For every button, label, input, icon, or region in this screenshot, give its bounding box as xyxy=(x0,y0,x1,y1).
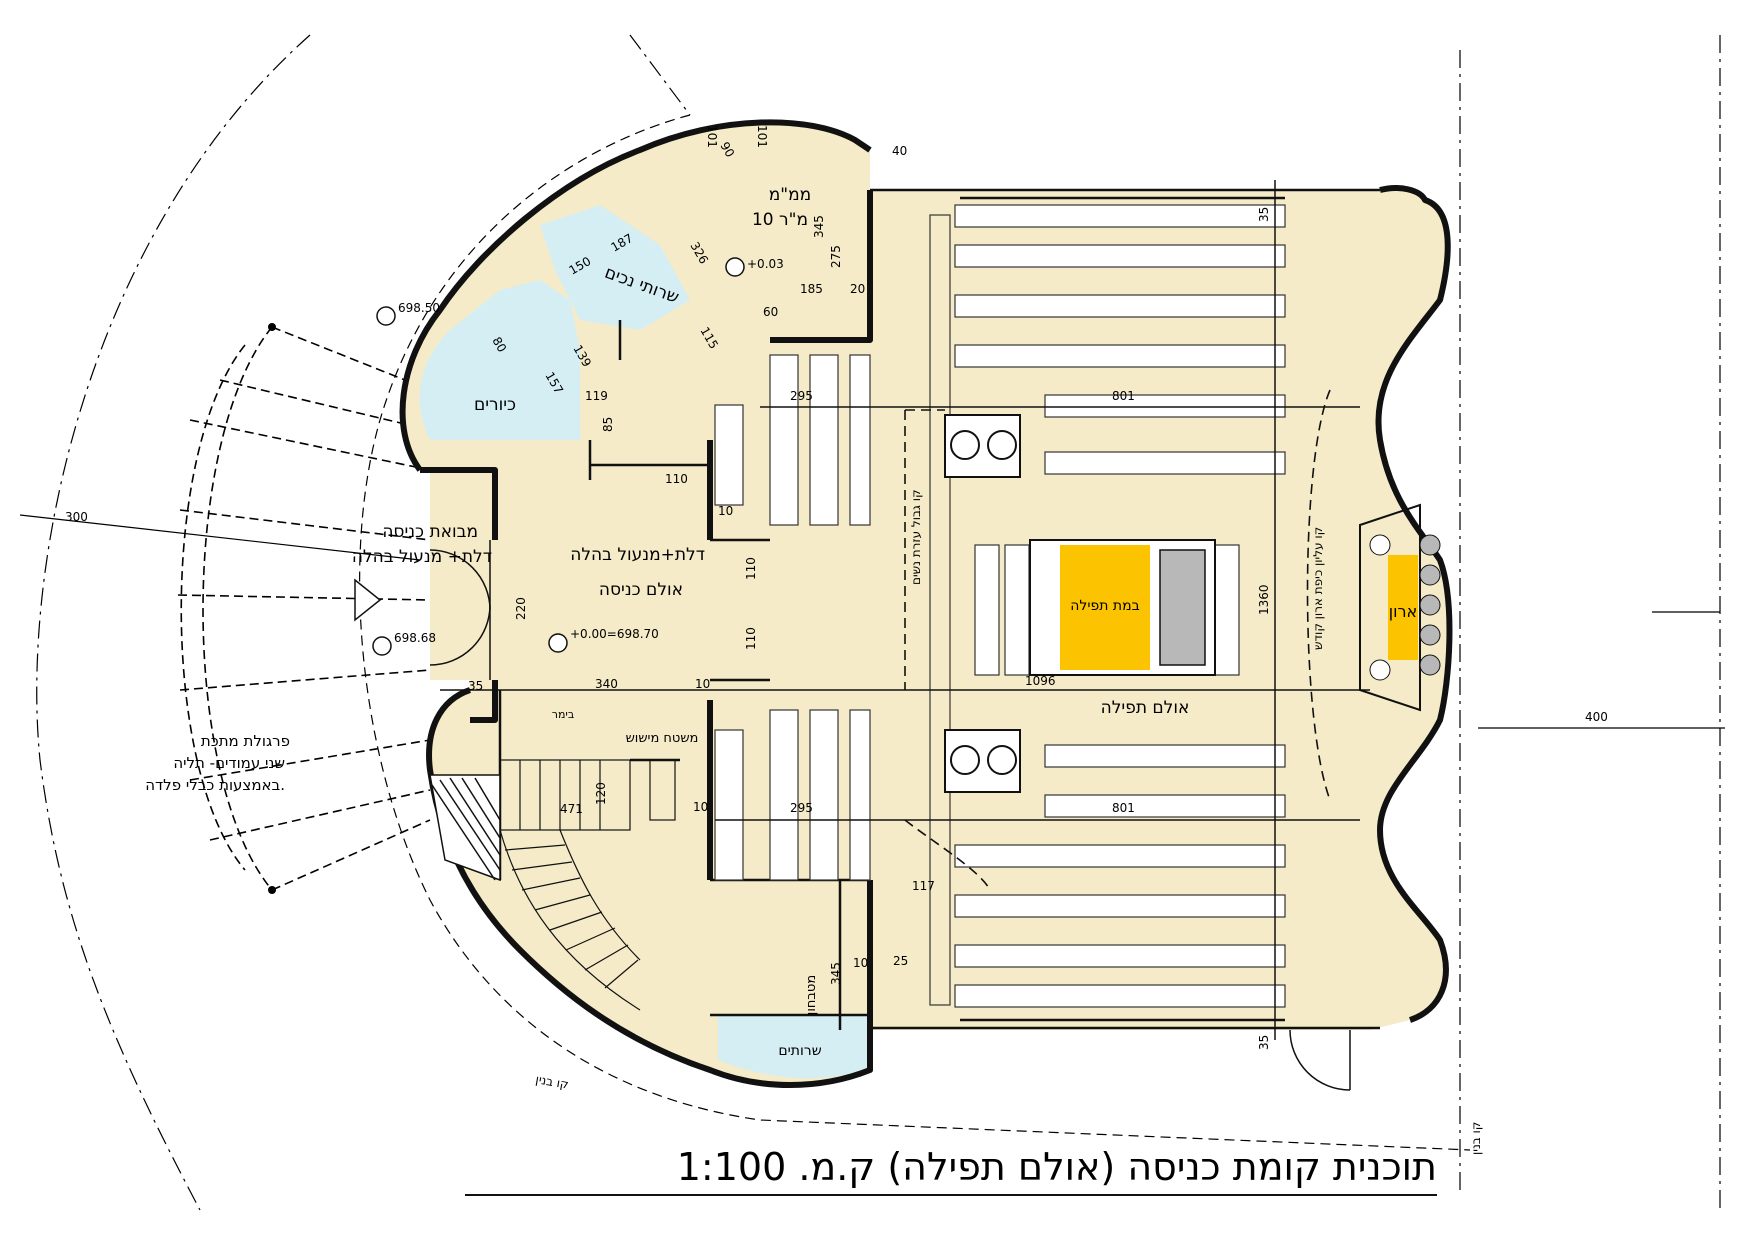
dim-801-bottom: 801 xyxy=(1112,801,1135,815)
note-upper-line: קו עליון כיפת ארון קודש xyxy=(1311,527,1325,650)
dim-90: 90 xyxy=(717,140,737,160)
dim-20: 20 xyxy=(850,282,865,296)
dim-275: 275 xyxy=(829,245,843,268)
wet-rooms xyxy=(419,205,870,1079)
dim-101-a: 101 xyxy=(705,125,719,148)
pergola-column-bottom xyxy=(268,886,276,894)
room-labels: ממ"מ 10 מ"ר שרותי נכים כיורים מבואת כניס… xyxy=(352,185,1417,1059)
dim-119: 119 xyxy=(585,389,608,403)
dim-10-b: 10 xyxy=(695,677,710,691)
note-labels: פרגולת מתכת שני עמודים- תליה באמצעות כבל… xyxy=(145,490,1483,1155)
dim-80: 80 xyxy=(489,335,509,355)
dim-10-a: 10 xyxy=(718,504,733,518)
dim-60: 60 xyxy=(763,305,778,319)
elevation-labels: 698.50 698.68 +0.00=698.70 +0.03 xyxy=(394,257,784,645)
dim-471: 471 xyxy=(560,802,583,816)
note-pergola-1: פרגולת מתכת xyxy=(201,732,290,750)
dim-110-b: 110 xyxy=(744,557,758,580)
pergola-column-top xyxy=(268,323,276,331)
axis-lines xyxy=(440,180,1370,1040)
dim-110-c: 110 xyxy=(744,627,758,650)
setback-line xyxy=(359,114,1471,1151)
dimension-lines xyxy=(19,514,1725,729)
label-entrance-door: דלת+ מנעול בהלה xyxy=(352,547,492,567)
dim-35-c: 35 xyxy=(1257,1035,1271,1050)
label-storage: בימר xyxy=(552,708,575,721)
note-pergola-3: באמצעות כבלי פלדה. xyxy=(145,776,285,794)
dim-345-b: 345 xyxy=(829,962,843,985)
aron-kodesh xyxy=(1359,503,1441,712)
title-text: תוכנית קומת כניסה (אולם תפילה) ק.מ. 1:10… xyxy=(677,1145,1437,1189)
label-kitchen: מטבחון xyxy=(804,975,819,1015)
dim-1360: 1360 xyxy=(1257,584,1271,615)
dim-295-top: 295 xyxy=(790,389,813,403)
dim-110-a: 110 xyxy=(665,472,688,486)
note-pergola-2: שני עמודים- תליה xyxy=(173,754,285,772)
dim-10-c: 10 xyxy=(693,800,708,814)
women-boundary xyxy=(904,389,1331,891)
label-door-lock: דלת+מנעול בהלה xyxy=(570,545,705,565)
stair-hatch xyxy=(429,774,501,882)
wheelchair-icon xyxy=(944,414,1021,793)
entrance-door xyxy=(354,540,491,680)
dim-117: 117 xyxy=(912,879,935,893)
label-bima: במת תפילה xyxy=(1070,598,1139,614)
seating-rows xyxy=(929,204,1286,1008)
exit-door xyxy=(1289,1029,1351,1091)
elevation-zero: +0.00=698.70 xyxy=(570,627,659,641)
note-women-line: קו גבול עזרת נשים xyxy=(909,490,923,585)
thin-walls xyxy=(498,188,1380,1030)
plan-title: תוכנית קומת כניסה (אולם תפילה) ק.מ. 1:10… xyxy=(465,1145,1437,1196)
label-entrance: מבואת כניסה xyxy=(382,522,478,542)
dim-101-b: 101 xyxy=(755,125,769,148)
elevation-mamad: +0.03 xyxy=(747,257,784,271)
dim-185: 185 xyxy=(800,282,823,296)
label-kiyor: כיורים xyxy=(474,395,516,415)
label-mamad-area: 10 מ"ר xyxy=(752,210,808,230)
dim-340: 340 xyxy=(595,677,618,691)
label-stairs: משטח מישוש xyxy=(626,731,699,746)
dim-35-b: 35 xyxy=(1257,207,1271,222)
note-building-line-right: קו בנין xyxy=(1469,1122,1483,1155)
dim-300: 300 xyxy=(65,510,88,524)
dim-400: 400 xyxy=(1585,710,1608,724)
dim-1096: 1096 xyxy=(1025,674,1056,688)
seating-left xyxy=(714,354,1240,881)
label-mamad: ממ"מ xyxy=(769,185,811,205)
dim-85: 85 xyxy=(601,417,615,432)
bima xyxy=(1029,539,1216,676)
dim-10-d: 10 xyxy=(853,956,868,970)
label-hall: אולם כניסה xyxy=(599,580,683,600)
pergola-structure xyxy=(177,326,431,891)
elevation-entrance: 698.68 xyxy=(394,631,436,645)
dim-801-top: 801 xyxy=(1112,389,1135,403)
dim-40: 40 xyxy=(892,144,907,158)
label-toilets-bottom: שרותים xyxy=(778,1043,821,1059)
stairs xyxy=(499,759,676,1011)
dim-120: 120 xyxy=(594,782,608,805)
label-prayer-hall: אולם תפילה xyxy=(1101,698,1190,718)
walls xyxy=(399,119,1453,1088)
elevation-markers xyxy=(372,257,745,656)
note-building-line-left: קו בנין xyxy=(534,1072,569,1092)
dim-25: 25 xyxy=(893,954,908,968)
elevation-top-left: 698.50 xyxy=(398,301,440,315)
dim-35-a: 35 xyxy=(468,679,483,693)
dim-295-bottom: 295 xyxy=(790,801,813,815)
building-lines xyxy=(36,34,1721,1211)
dim-220: 220 xyxy=(514,597,528,620)
dim-345-a: 345 xyxy=(812,215,826,238)
label-aron: ארון xyxy=(1389,602,1417,621)
